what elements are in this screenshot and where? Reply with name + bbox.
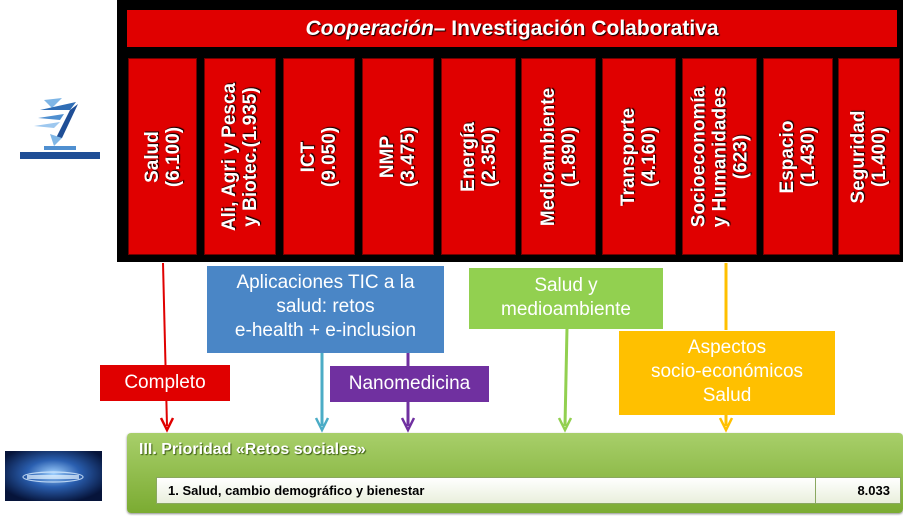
- box-line: Salud: [702, 385, 752, 406]
- box-nanomedicina: Nanomedicina: [330, 366, 489, 402]
- arrow-salud: [162, 262, 168, 427]
- priority-title: III. Prioridad «Retos sociales»: [139, 441, 366, 458]
- priority-panel: III. Prioridad «Retos sociales» 1. Salud…: [127, 433, 903, 513]
- box-label: Completo: [124, 372, 206, 393]
- column-nmp: NMP(3.475): [362, 58, 434, 255]
- priority-row-value: 8.033: [815, 478, 900, 503]
- header-title-italic: Cooperación: [305, 16, 434, 40]
- arrow-ict-head: [314, 417, 330, 433]
- box-line: socio-económicos: [650, 361, 804, 382]
- fp7-logo: [14, 96, 106, 164]
- header-title-rest: – Investigación Colaborativa: [433, 16, 719, 40]
- header-title: Cooperación – Investigación Colaborativa: [127, 10, 897, 47]
- arrow-medio: [563, 327, 569, 427]
- box-line: Aspectos: [687, 337, 767, 358]
- box-line: e-health + e-inclusion: [234, 320, 417, 341]
- horizon-2020-logo: [5, 451, 102, 501]
- column-salud: Salud(6.100): [128, 58, 197, 255]
- box-salud-medioambiente: Salud y medioambiente: [469, 268, 663, 329]
- column-espacio: Espacio(1.430): [763, 58, 833, 255]
- priority-row: 1. Salud, cambio demográfico y bienestar…: [156, 477, 901, 504]
- box-completo: Completo: [100, 365, 230, 401]
- column-seguridad: Seguridad(1.400): [838, 58, 900, 255]
- priority-row-label: 1. Salud, cambio demográfico y bienestar: [168, 483, 425, 498]
- box-line: Salud y: [534, 275, 598, 296]
- arrow-salud-head: [159, 417, 175, 433]
- box-line: Aplicaciones TIC a la: [236, 272, 415, 293]
- box-label: Nanomedicina: [348, 373, 471, 394]
- column-transporte: Transporte(4.160): [602, 58, 676, 255]
- arrow-medio-head: [557, 417, 573, 433]
- column-ict: ICT(9.050): [283, 58, 355, 255]
- box-line: medioambiente: [501, 299, 631, 320]
- arrow-nmp-head: [400, 417, 416, 433]
- box-line: salud: retos: [276, 296, 375, 317]
- column-energia: Energía(2.350): [441, 58, 516, 255]
- box-aspectos-socioeconomicos: Aspectos socio-económicos Salud: [619, 331, 835, 415]
- box-aplicaciones-tic: Aplicaciones TIC a la salud: retos e-hea…: [207, 266, 444, 353]
- column-medioambiente: Medioambiente(1.890): [521, 58, 596, 255]
- arrow-socio-head: [718, 417, 734, 433]
